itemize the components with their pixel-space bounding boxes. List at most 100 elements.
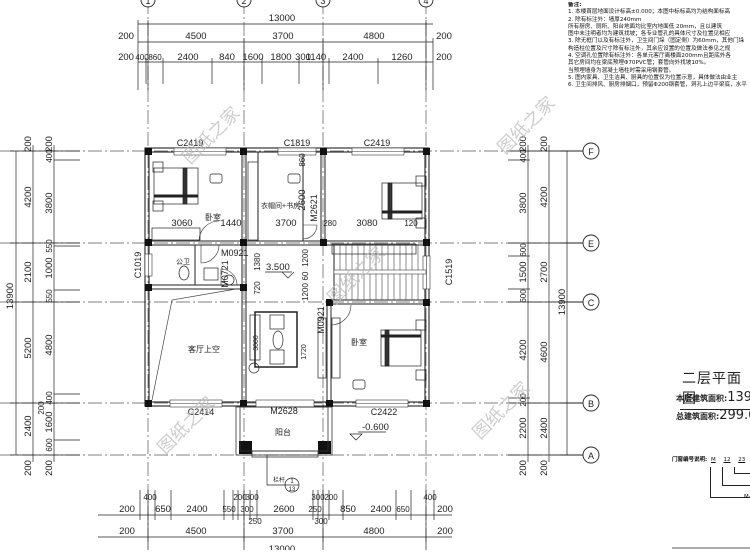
- dim-bed-ne-width: 3080: [356, 218, 377, 229]
- svg-text:200: 200: [37, 401, 46, 415]
- right-dimension-lines: [508, 145, 570, 462]
- axis-label-1: 1: [145, 0, 150, 6]
- detail-ref-num: 1: [290, 479, 294, 485]
- note-item: 其它房间均在梁底预埋Φ70PVC管；套管向外找坡10%。: [568, 60, 710, 67]
- svg-text:200: 200: [44, 460, 55, 476]
- windows: [144, 147, 431, 408]
- legend-code-m: M: [710, 457, 716, 463]
- bottom-detail-dims: 200 400 650 2400 550 200 300 300 2600 25…: [119, 493, 453, 526]
- svg-text:4200: 4200: [539, 186, 550, 207]
- svg-text:300: 300: [311, 493, 325, 502]
- svg-text:650: 650: [396, 505, 410, 514]
- bottom-edge-dim-right: 200: [437, 526, 453, 537]
- axis-label-A: A: [588, 451, 594, 461]
- total-area-label: 总建筑面积:: [676, 412, 720, 421]
- svg-text:1140: 1140: [306, 52, 326, 63]
- balcony-level-text: -0.600: [362, 422, 389, 433]
- svg-text:600: 600: [45, 438, 54, 452]
- svg-text:300: 300: [240, 505, 254, 514]
- dim-bed-ne-end: 120: [404, 219, 418, 228]
- room-label-bedroom-nw: 卧室: [205, 212, 221, 222]
- bottom-bay-dim-2: 3700: [272, 526, 293, 537]
- top-bay-dim-2: 3700: [272, 31, 293, 42]
- svg-text:5200: 5200: [23, 337, 34, 358]
- dim-stair-60: 60: [301, 271, 310, 280]
- door-label-study: M2621: [309, 194, 319, 222]
- window-label-stair: C1519: [444, 259, 454, 286]
- note-item: 5. 图内家具、卫生洁具、厨具的位置仅为位置示意，具体做法由业主: [568, 74, 738, 81]
- window-label-top-left: C2419: [177, 138, 204, 148]
- svg-text:300: 300: [245, 493, 259, 502]
- bottom-overall-dim: 13000: [269, 544, 295, 550]
- window-label-top-mid: C1819: [284, 138, 311, 148]
- note-item: 所有厨房、厕所、阳台地面均比室内地面低 20mm，且以建筑: [568, 23, 723, 30]
- svg-text:200: 200: [119, 504, 135, 515]
- level-markers: [265, 271, 386, 441]
- svg-text:250: 250: [308, 505, 322, 514]
- total-area-value: 299.6: [719, 408, 750, 423]
- dim-stair-1200b: 1200: [301, 283, 310, 301]
- top-edge-dim-left: 200: [118, 31, 134, 42]
- svg-text:1600: 1600: [44, 411, 55, 432]
- svg-text:4800: 4800: [44, 334, 55, 355]
- legend-row-type: M—门: [744, 494, 750, 500]
- svg-text:200: 200: [518, 460, 529, 476]
- svg-text:1800: 1800: [270, 52, 291, 63]
- room-label-balcony: 阳台: [275, 427, 291, 437]
- right-dims-text: 200 400 3800 600 1500 600 4200 200 2200 …: [518, 136, 568, 476]
- svg-text:2400: 2400: [370, 504, 391, 515]
- room-label-bathroom: 公卫: [176, 258, 190, 266]
- floor-area-row: 本层建筑面积:139.: [676, 390, 750, 405]
- svg-text:1600: 1600: [242, 52, 263, 63]
- svg-text:400: 400: [45, 391, 54, 405]
- dim-bed-ne-gap: 280: [323, 219, 337, 228]
- svg-text:600: 600: [519, 243, 528, 257]
- dim-stair-1200a: 1200: [301, 249, 310, 267]
- svg-text:1260: 1260: [391, 52, 412, 63]
- svg-text:2200: 2200: [518, 417, 529, 438]
- svg-text:200: 200: [44, 136, 55, 152]
- note-item: 当预埋墙身为混凝土墙柱时需采用钢套管。: [568, 67, 675, 74]
- legend-code-23: 23: [738, 457, 746, 463]
- legend-label: 门窗编号说明:: [672, 457, 708, 463]
- svg-text:200: 200: [436, 52, 452, 63]
- title-block: 二层平面图: [680, 368, 750, 410]
- svg-text:4600: 4600: [539, 341, 550, 362]
- dim-study-h: 2600: [297, 189, 308, 210]
- doors: [198, 220, 352, 326]
- svg-text:400: 400: [423, 493, 437, 502]
- svg-text:13900: 13900: [5, 283, 16, 309]
- notes-heading: 备注:: [568, 2, 582, 8]
- detail-reference: [266, 455, 300, 493]
- note-item: 1. 本楼首层地面设计标高±0.000；本图中标标高均为结构面标高: [568, 9, 731, 16]
- svg-text:600: 600: [519, 289, 528, 303]
- svg-text:图纸之家: 图纸之家: [179, 103, 245, 169]
- svg-text:200: 200: [437, 504, 453, 515]
- svg-text:200: 200: [519, 393, 528, 407]
- notes-panel: 备注: 1. 本楼首层地面设计标高±0.000；本图中标标高均为结构面标高 2.…: [568, 2, 750, 90]
- top-bay-dim-3: 4800: [363, 31, 384, 42]
- svg-text:2400: 2400: [177, 52, 198, 63]
- detail-ref-label: 栏杆: [273, 476, 285, 484]
- note-item: 图中未注明者均为建筑找坡；各专业管孔的具体尺寸及位置见相应: [568, 31, 731, 38]
- door-label-bath2: M0721: [220, 260, 230, 288]
- window-label-bottom-right: C2422: [371, 407, 398, 417]
- svg-text:200: 200: [518, 136, 529, 152]
- note-item: 3. 除无框门以及有标注外，卫生间门垛（固定侧）为60mm，其他门垛: [568, 38, 745, 45]
- top-overall-dim: 13000: [269, 13, 295, 24]
- furniture: [151, 161, 427, 390]
- axis-label-F: F: [588, 147, 594, 157]
- svg-text:13900: 13900: [557, 289, 568, 315]
- room-label-bedroom-se: 卧室: [351, 337, 367, 347]
- svg-text:2700: 2700: [539, 261, 550, 282]
- svg-text:200: 200: [539, 136, 550, 152]
- detail-ref-sheet: 13: [289, 487, 296, 493]
- svg-text:300: 300: [295, 52, 311, 63]
- left-dims-text: 13900 4200 2100 5200 2400 200 200 200 40…: [5, 136, 55, 476]
- svg-text:550: 550: [45, 289, 54, 303]
- axis-label-C: C: [588, 298, 595, 308]
- svg-text:840: 840: [219, 52, 235, 63]
- room-label-living-void: 客厅上空: [188, 344, 220, 354]
- living-void-lines: [151, 288, 237, 401]
